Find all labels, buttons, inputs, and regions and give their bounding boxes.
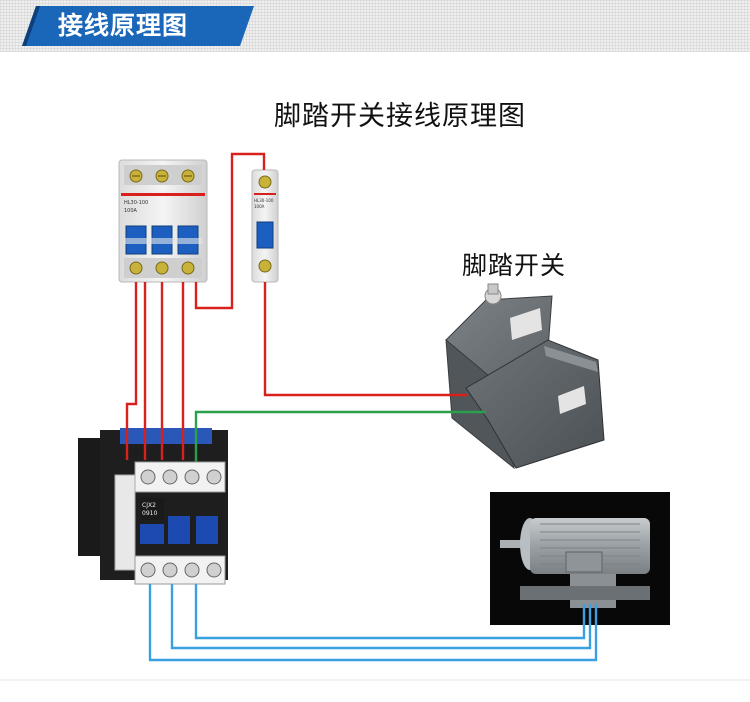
contactor-model-1: CJX2 [142, 502, 156, 509]
terminal-screw-icon [129, 169, 195, 183]
foot-pedal-switch [445, 283, 605, 470]
contactor: CJX2 0910 [78, 428, 228, 585]
header-tab [22, 6, 254, 46]
contactor-model-2: 0910 [142, 510, 157, 517]
breaker-3p-rating: 100A [124, 208, 138, 214]
breaker-1pole: HL30-100 100A [251, 169, 279, 283]
motor-photo [490, 492, 670, 625]
breaker-3p-model: HL30-100 [124, 200, 148, 206]
breaker-1p-rating: 100A [254, 204, 265, 209]
red-wires [125, 152, 468, 460]
green-wire [194, 410, 486, 462]
header-banner: 接线原理图 [0, 0, 750, 52]
breaker-1p-model: HL30-100 [254, 198, 274, 203]
blue-wires [148, 584, 598, 662]
diagram-title: 脚踏开关接线原理图 [274, 101, 526, 132]
breaker-3pole: HL30-100 100A [118, 159, 208, 283]
breaker-handle[interactable] [256, 221, 274, 249]
pedal-switch-label: 脚踏开关 [462, 251, 567, 280]
header-title: 接线原理图 [58, 11, 189, 40]
